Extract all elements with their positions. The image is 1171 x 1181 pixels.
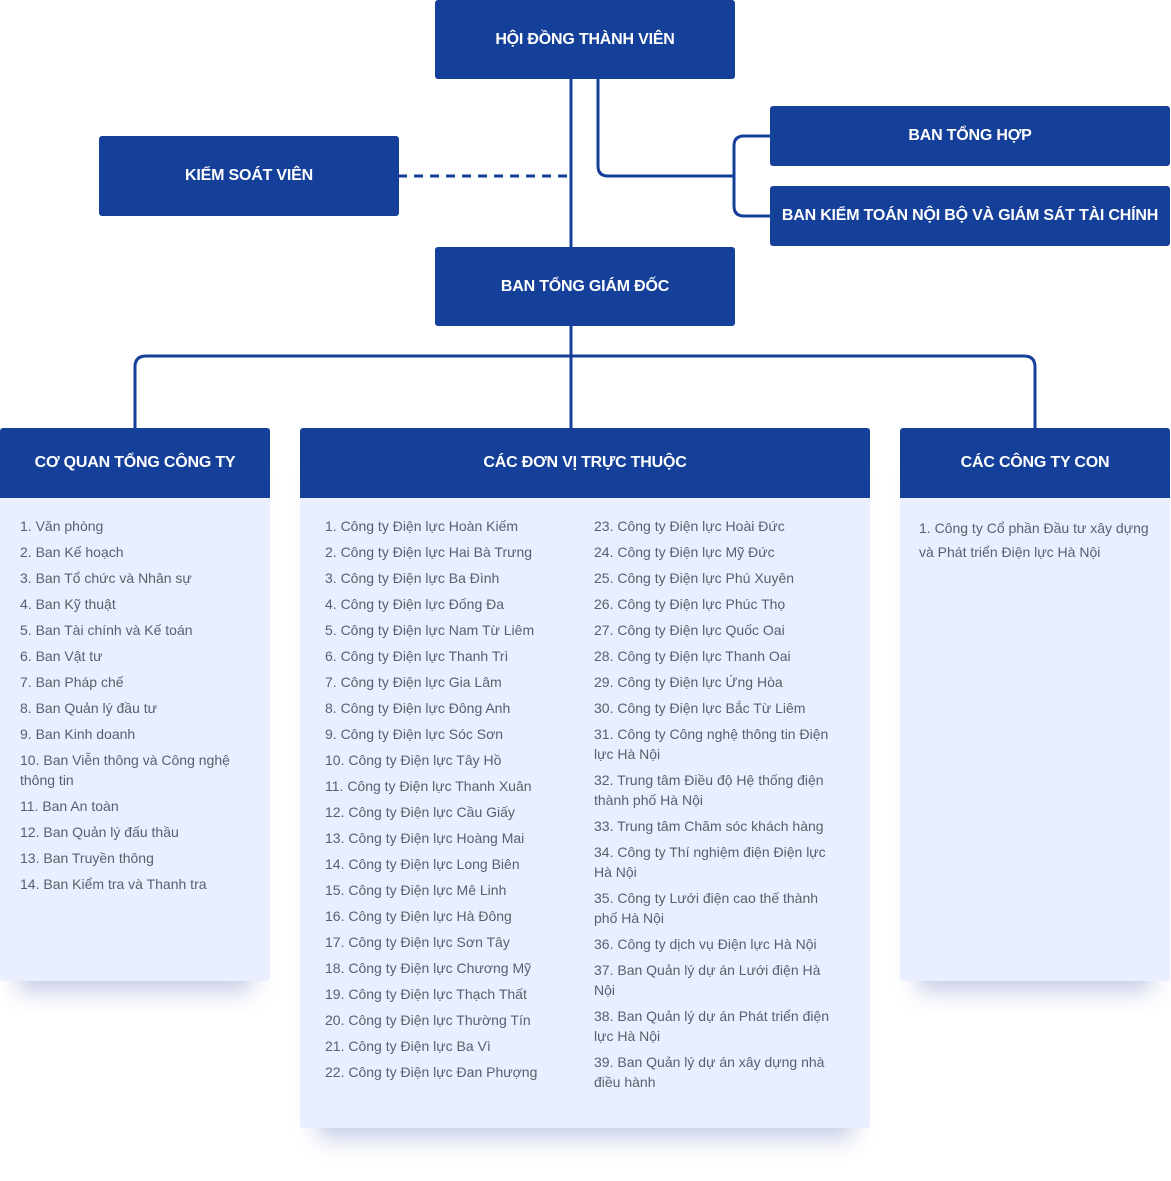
list-item: 15. Công ty Điện lực Mê Linh — [325, 882, 507, 898]
list-item: 30. Công ty Điện lực Bắc Từ Liêm — [594, 700, 806, 716]
list-item: 13. Ban Truyền thông — [20, 850, 154, 866]
headquarters-panel: CƠ QUAN TỔNG CÔNG TY 1. Văn phòng 2. Ban … — [0, 428, 270, 981]
audit-dept-label: BAN KIỂM TOÁN NỘI BỘ VÀ GIÁM SÁT TÀI CHÍ… — [781, 207, 1159, 224]
list-item: 32. Trung tâm Điều độ Hệ thống điện thàn… — [594, 772, 824, 808]
list-item: 11. Công ty Điện lực Thanh Xuân — [325, 778, 532, 794]
list-item: 12. Công ty Điện lực Cầu Giấy — [325, 804, 515, 820]
list-item: 7. Công ty Điện lực Gia Lâm — [325, 674, 502, 690]
subsidiaries-panel: CÁC CÔNG TY CON 1. Công ty Cổ phần Đầu t… — [900, 428, 1170, 981]
list-item: 26. Công ty Điện lực Phúc Thọ — [594, 596, 786, 612]
list-item: 6. Công ty Điện lực Thanh Trì — [325, 648, 509, 664]
units-panel: CÁC ĐƠN VỊ TRỰC THUỘC 1. Công ty Điện lự… — [300, 428, 870, 1128]
list-item: 9. Ban Kinh doanh — [20, 726, 136, 742]
headquarters-title: CƠ QUAN TỔNG CÔNG TY — [0, 428, 270, 498]
list-item: 36. Công ty dịch vụ Điện lực Hà Nội — [594, 936, 817, 952]
list-item: 16. Công ty Điện lực Hà Đông — [325, 908, 512, 924]
list-item: 35. Công ty Lưới điện cao thế thành phố … — [594, 890, 819, 926]
list-item: 8. Công ty Điện lực Đông Anh — [325, 700, 511, 716]
list-item: 7. Ban Pháp chế — [20, 674, 124, 690]
list-item: 34. Công ty Thí nghiệm điện Điện lực Hà … — [594, 844, 826, 880]
list-item: 14. Công ty Điện lực Long Biên — [325, 856, 520, 872]
list-item: 9. Công ty Điện lực Sóc Sơn — [325, 726, 504, 742]
list-item: 2. Ban Kế hoạch — [20, 544, 124, 560]
units-list-col2: 23. Công ty Điện lực Hoài Đức 24. Công ty… — [594, 516, 842, 1098]
list-item: 13. Công ty Điện lực Hoàng Mai — [325, 830, 525, 846]
list-item: 39. Ban Quản lý dự án xây dựng nhà điều … — [594, 1054, 825, 1090]
list-item: 17. Công ty Điện lực Sơn Tây — [325, 934, 510, 950]
subsidiaries-title: CÁC CÔNG TY CON — [900, 428, 1170, 498]
list-item: 37. Ban Quản lý dự án Lưới điện Hà Nội — [594, 962, 821, 998]
list-item: 18. Công ty Điện lực Chương Mỹ — [325, 960, 532, 976]
controller-label: KIỂM SOÁT VIÊN — [185, 167, 313, 184]
list-item: 21. Công ty Điện lực Ba Vì — [325, 1038, 491, 1054]
controller-box: KIỂM SOÁT VIÊN — [99, 136, 399, 216]
list-item: 14. Ban Kiểm tra và Thanh tra — [20, 876, 207, 892]
list-item: 11. Ban An toàn — [20, 798, 119, 814]
list-item: 3. Công ty Điện lực Ba Đình — [325, 570, 500, 586]
list-item: 8. Ban Quản lý đầu tư — [20, 700, 158, 716]
list-item: 23. Công ty Điện lực Hoài Đức — [594, 518, 785, 534]
list-item: 4. Công ty Điện lực Đống Đa — [325, 596, 505, 612]
list-item: 25. Công ty Điện lực Phú Xuyên — [594, 570, 795, 586]
list-item: 22. Công ty Điện lực Đan Phượng — [325, 1064, 538, 1080]
list-item: 6. Ban Vật tư — [20, 648, 103, 664]
list-item: 3. Ban Tổ chức và Nhân sự — [20, 570, 192, 586]
list-item: 28. Công ty Điện lực Thanh Oai — [594, 648, 791, 664]
general-director-label: BAN TỔNG GIÁM ĐỐC — [500, 277, 670, 295]
list-item: 2. Công ty Điện lực Hai Bà Trưng — [325, 544, 533, 560]
list-item: 1. Văn phòng — [20, 518, 104, 534]
list-item: 12. Ban Quản lý đấu thầu — [20, 824, 179, 840]
list-item: 20. Công ty Điện lực Thường Tín — [325, 1012, 531, 1028]
general-dept-label: BAN TỔNG HỢP — [908, 127, 1032, 144]
board-box: HỘI ĐỒNG THÀNH VIÊN — [435, 0, 735, 79]
list-item: 27. Công ty Điện lực Quốc Oai — [594, 622, 785, 638]
general-director-box: BAN TỔNG GIÁM ĐỐC — [435, 247, 735, 326]
audit-dept-box: BAN KIỂM TOÁN NỘI BỘ VÀ GIÁM SÁT TÀI CHÍ… — [770, 186, 1170, 246]
list-item: 5. Ban Tài chính và Kế toán — [20, 622, 193, 638]
list-item: 29. Công ty Điện lực Ứng Hòa — [594, 674, 783, 690]
list-item: 31. Công ty Công nghệ thông tin Điện lực… — [594, 726, 829, 762]
list-item: 10. Ban Viễn thông và Công nghệ thông ti… — [20, 752, 230, 788]
list-item: 38. Ban Quản lý dự án Phát triển điện lự… — [594, 1008, 830, 1044]
list-item: 24. Công ty Điện lực Mỹ Đức — [594, 544, 775, 560]
list-item: 19. Công ty Điện lực Thạch Thất — [325, 986, 527, 1002]
headquarters-list: 1. Văn phòng 2. Ban Kế hoạch 3. Ban Tổ chứ… — [20, 516, 240, 900]
list-item: 1. Công ty Điện lực Hoàn Kiếm — [325, 518, 519, 534]
board-label: HỘI ĐỒNG THÀNH VIÊN — [495, 30, 675, 48]
general-dept-box: BAN TỔNG HỢP — [770, 106, 1170, 166]
list-item: 1. Công ty Cổ phần Đầu tư xây dựng và Ph… — [919, 520, 1149, 560]
units-list-col1: 1. Công ty Điện lực Hoàn Kiếm 2. Công ty … — [325, 516, 575, 1088]
list-item: 4. Ban Kỹ thuật — [20, 596, 116, 612]
list-item: 10. Công ty Điện lực Tây Hồ — [325, 752, 502, 768]
units-title: CÁC ĐƠN VỊ TRỰC THUỘC — [300, 428, 870, 498]
subsidiaries-list: 1. Công ty Cổ phần Đầu tư xây dựng và Ph… — [919, 516, 1154, 570]
list-item: 5. Công ty Điện lực Nam Từ Liêm — [325, 622, 535, 638]
list-item: 33. Trung tâm Chăm sóc khách hàng — [594, 818, 824, 834]
